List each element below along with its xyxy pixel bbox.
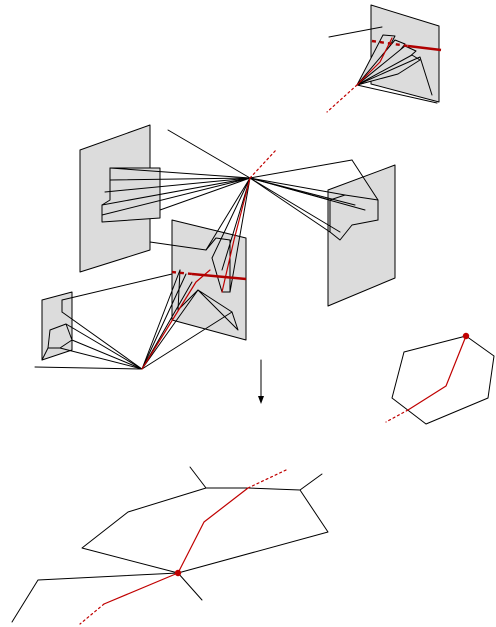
graph-face <box>81 487 329 574</box>
ray-3 <box>109 177 251 181</box>
ray-13 <box>249 177 341 233</box>
inset-red-dash <box>371 39 409 48</box>
ray-4 <box>104 177 251 193</box>
red-dotted-top <box>249 149 277 179</box>
low-ray-2 <box>65 323 143 370</box>
pencil-apex-bottom <box>34 269 239 370</box>
hexagon-red-path <box>407 335 467 411</box>
low-ray-10 <box>141 289 199 370</box>
inset-edge-c <box>356 56 433 96</box>
arrow-down-icon <box>258 359 264 404</box>
plane-center <box>171 219 247 341</box>
ray-12 <box>249 177 366 211</box>
low-ray-1 <box>61 311 143 370</box>
ray-1 <box>167 129 251 179</box>
graph-spike-2 <box>299 473 323 491</box>
hexagon-right <box>385 332 495 425</box>
low-ray-6 <box>61 273 173 313</box>
ray-15 <box>205 177 251 251</box>
ray-10 <box>249 177 346 196</box>
center-fan-outline <box>177 269 239 331</box>
inset-edge-b <box>356 84 438 104</box>
low-ray-7 <box>141 269 181 370</box>
inset-red-bar <box>407 44 442 52</box>
hexagon-red-dotted <box>385 409 409 423</box>
red-path-main <box>221 177 251 293</box>
planar-graph-bottom <box>11 466 329 625</box>
ray-7 <box>159 177 251 211</box>
low-ray-3 <box>71 339 143 370</box>
ray-2 <box>109 167 251 179</box>
plane-small-left-step <box>47 323 73 349</box>
inset-red-path <box>356 37 393 86</box>
vertex-dot-icon <box>462 332 470 340</box>
main-configuration <box>34 124 396 370</box>
inset-edge-a <box>328 26 383 38</box>
ray-14 <box>249 177 331 233</box>
inset-top-right <box>326 4 442 113</box>
low-ray-5 <box>34 366 143 370</box>
graph-red-path <box>103 487 249 605</box>
ray-6 <box>101 177 251 216</box>
graph-red-dotted-bottom <box>79 603 105 625</box>
red-bar-center <box>191 272 247 281</box>
graph-spike-1 <box>189 466 207 489</box>
red-dash-center <box>171 270 193 276</box>
ray-16 <box>211 177 251 259</box>
graph-spike-3 <box>11 572 179 623</box>
ray-17 <box>221 177 251 271</box>
ray-5 <box>101 177 251 206</box>
inset-red-dotted <box>326 84 358 113</box>
red-path-low <box>141 269 211 370</box>
plane-left-step <box>101 167 161 223</box>
vertex-dot-icon <box>174 569 182 577</box>
ray-8 <box>249 159 353 179</box>
graph-spike-4 <box>177 572 203 601</box>
ray-right-outer <box>351 159 379 221</box>
graph-red-dotted-top <box>247 469 287 489</box>
ray-18 <box>229 177 251 293</box>
low-ray-11 <box>141 311 233 370</box>
left-plane-link <box>149 241 207 251</box>
center-step <box>205 237 231 293</box>
pencil-apex-top <box>101 129 379 293</box>
low-ray-4 <box>59 347 143 370</box>
small-plane-link <box>41 347 49 361</box>
